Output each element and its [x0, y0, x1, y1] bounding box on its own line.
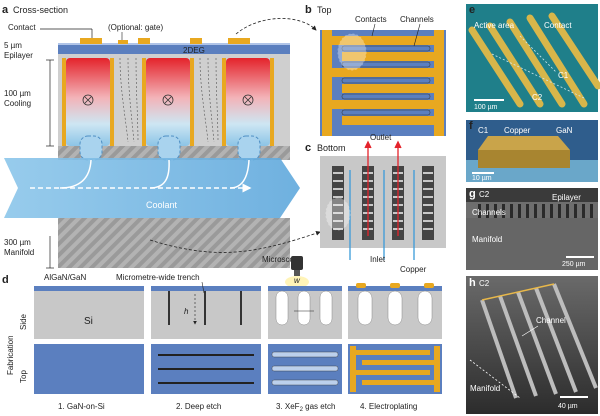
interdigitated-fingers	[332, 36, 436, 125]
scale-bar	[474, 99, 504, 101]
contacts-label: Contacts	[355, 15, 387, 24]
top-view-step1	[34, 344, 144, 394]
epilayer	[58, 44, 290, 54]
side-view-step1	[34, 286, 144, 339]
step-caption: 3. XeF2 gas etch	[276, 402, 335, 413]
panel-e: e Active area Contact C1 C2 100 µm	[466, 4, 600, 112]
microscope-label: Microscope	[262, 255, 303, 264]
current-markers	[82, 94, 254, 106]
contact-pad	[190, 38, 202, 44]
c1-label: C1	[478, 126, 489, 135]
scale-label: 40 µm	[558, 403, 578, 410]
c2-label: C2	[479, 279, 490, 288]
cooling-thickness: 100 µm	[4, 89, 31, 98]
contact-pad	[80, 38, 102, 44]
scale-bar	[566, 256, 594, 258]
width-symbol: w	[294, 276, 301, 285]
channel-label: Channel	[536, 316, 566, 325]
manifold-thickness: 300 µm	[4, 238, 31, 247]
scale-label: 100 µm	[474, 104, 498, 111]
depth-symbol: h	[184, 307, 189, 316]
algan-label: AlGaN/GaN	[44, 273, 86, 282]
panel-b: b Top Contacts Channels	[305, 4, 446, 136]
manifold-label: Manifold	[472, 235, 502, 244]
coolant-label: Coolant	[146, 200, 178, 210]
inlet-label: Inlet	[370, 255, 386, 264]
panel-h: h C2 Channel Manifold 40 µm	[466, 276, 598, 414]
panel-letter: f	[469, 120, 473, 132]
contact-pad	[228, 38, 250, 44]
side-view-step2	[151, 286, 261, 339]
top-view-step2	[151, 344, 261, 394]
step-caption: 1. GaN-on-Si	[58, 402, 105, 411]
top-view-step4	[348, 344, 442, 394]
heat-flow-lines	[119, 57, 219, 143]
panel-letter: d	[2, 274, 9, 286]
step-caption: 2. Deep etch	[176, 402, 221, 411]
si-label: Si	[84, 316, 93, 327]
scale-label: 250 µm	[562, 261, 586, 268]
panel-title: Top	[317, 5, 332, 15]
inlet-arrows	[349, 170, 415, 260]
scale-bar	[560, 396, 588, 398]
cooling-channel	[66, 58, 110, 146]
gate-label: (Optional: gate)	[108, 23, 163, 32]
trench-label: Micrometre-wide trench	[116, 273, 200, 282]
c1-label: C1	[558, 71, 569, 80]
panel-letter: h	[469, 277, 476, 289]
cooling-name: Cooling	[4, 99, 31, 108]
epilayer-label: Epilayer	[552, 193, 581, 202]
panel-letter: b	[305, 4, 312, 16]
step-caption: 4. Electroplating	[360, 402, 417, 411]
panel-f: f C1 Copper GaN 10 µm	[466, 120, 598, 182]
panel-letter: e	[469, 4, 475, 16]
copper-label: Copper	[504, 126, 531, 135]
panel-d: d AlGaN/GaN Micrometre-wide trench Micro…	[2, 255, 442, 413]
channels-label: Channels	[472, 208, 506, 217]
contact-pad	[138, 38, 150, 44]
manifold-name: Manifold	[4, 248, 34, 257]
fabrication-label: Fabrication	[6, 335, 15, 375]
c2-label: C2	[479, 190, 490, 199]
cooling-channel	[226, 58, 270, 146]
side-label: Side	[19, 313, 28, 330]
cooling-channel	[146, 58, 190, 146]
microscope-icon	[285, 256, 309, 288]
scale-label: 10 µm	[472, 175, 492, 182]
panel-c: c Bottom Outlet Inlet	[305, 133, 446, 264]
copper-label: Copper	[400, 265, 427, 274]
channels-label: Channels	[400, 15, 434, 24]
contact-label: Contact	[544, 21, 572, 30]
gate-pad	[118, 40, 128, 44]
manifold-label: Manifold	[470, 384, 500, 393]
c2-label: C2	[532, 93, 543, 102]
panel-letter: a	[2, 4, 9, 16]
twodeg-label: 2DEG	[183, 46, 205, 55]
contact-label: Contact	[8, 23, 36, 32]
manifold-body	[58, 218, 290, 268]
panel-g: g C2 Epilayer Channels Manifold 250 µm	[466, 188, 598, 270]
top-view-step3	[268, 344, 342, 394]
outlet-label: Outlet	[370, 133, 392, 142]
panel-letter: c	[305, 142, 311, 154]
panel-title: Bottom	[317, 143, 346, 153]
panel-letter: g	[469, 188, 476, 200]
side-view-step3	[268, 286, 342, 339]
active-area-label: Active area	[474, 21, 515, 30]
panel-a: a Cross-section Contact (Optional: gate)…	[2, 4, 321, 269]
epi-thickness: 5 µm	[4, 41, 22, 50]
outlet-arrows	[364, 140, 402, 236]
scale-bar	[472, 172, 494, 174]
gan-label: GaN	[556, 126, 573, 135]
side-view-step4	[348, 283, 442, 339]
top-label: Top	[19, 370, 28, 383]
panel-title: Cross-section	[13, 5, 68, 15]
epi-name: Epilayer	[4, 51, 33, 60]
